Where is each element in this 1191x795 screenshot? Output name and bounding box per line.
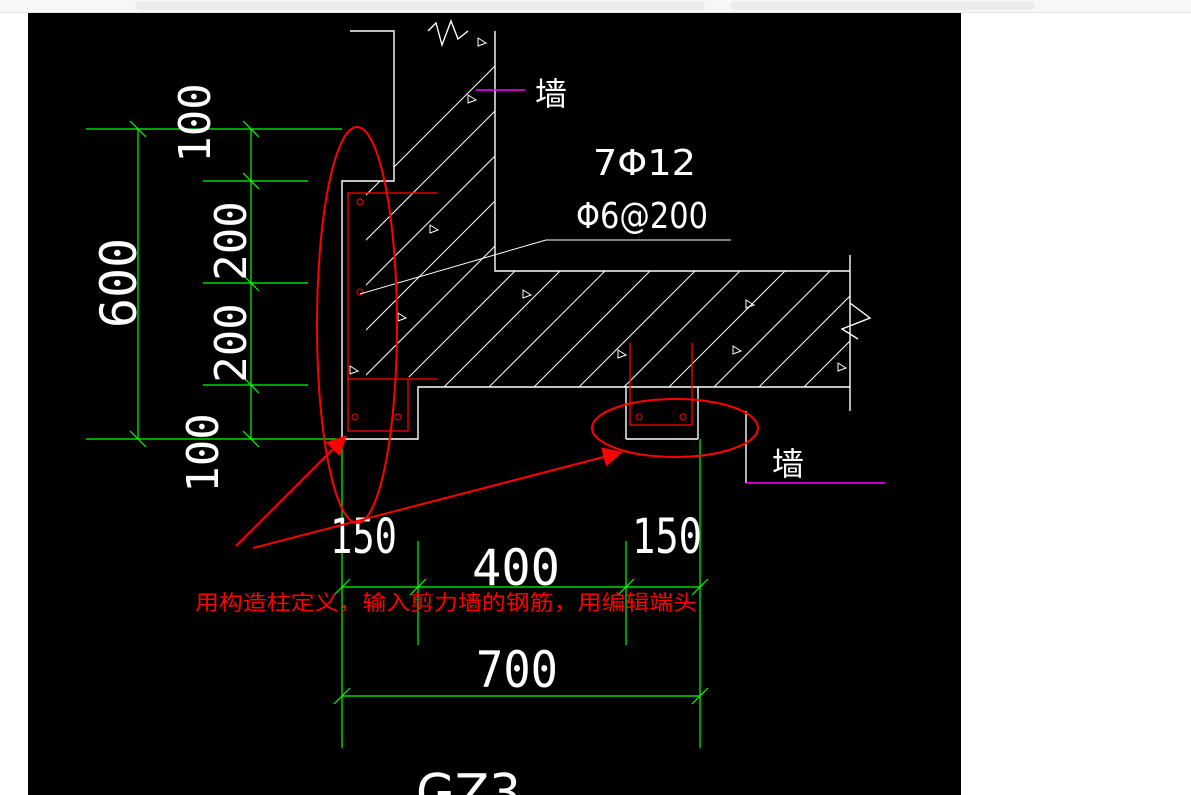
dim-left-bottom: 100 — [178, 413, 229, 492]
cad-drawing: 7Φ12 Φ6@200 墙 墙 600 100 200 200 100 150 … — [86, 19, 885, 795]
dim-bottom-total: 700 — [476, 641, 558, 699]
dim-bottom-right: 150 — [632, 509, 702, 565]
dim-left-total: 600 — [90, 238, 148, 328]
browser-top-strip — [0, 0, 1191, 13]
aggregate-marks — [349, 37, 848, 375]
rebar-main-label: 7Φ12 — [593, 143, 696, 184]
search-bar[interactable] — [730, 1, 1035, 10]
dim-left-top: 100 — [170, 83, 221, 162]
wall-bottom-label: 墙 — [772, 445, 804, 483]
rebar-lines — [347, 192, 693, 432]
address-bar[interactable] — [135, 1, 705, 10]
dim-bottom-left: 150 — [330, 509, 397, 565]
cad-drawing-canvas: 7Φ12 Φ6@200 墙 墙 600 100 200 200 100 150 … — [28, 13, 961, 795]
wall-top-label: 墙 — [535, 75, 567, 113]
highlight-ellipse-right — [591, 398, 759, 458]
dim-bottom-mid: 400 — [472, 539, 560, 597]
section-outline — [341, 19, 872, 483]
annotation-arrow-right — [252, 447, 623, 549]
dim-left-mid1: 200 — [206, 201, 257, 280]
annotation-text: 用构造柱定义，输入剪力墙的钢筋，用编辑端头 — [195, 591, 697, 615]
rebar-leader — [359, 239, 731, 295]
dim-left-mid2: 200 — [206, 303, 257, 382]
drawing-tag: GZ3 — [416, 764, 521, 795]
bottom-dimension-ticks — [333, 578, 709, 705]
rebar-stirrup-label: Φ6@200 — [576, 196, 708, 237]
annotation-arrow-left — [235, 435, 347, 547]
rebar-bars — [351, 198, 687, 421]
highlight-ellipse-left — [316, 126, 398, 524]
left-dimension-ticks — [129, 120, 260, 448]
